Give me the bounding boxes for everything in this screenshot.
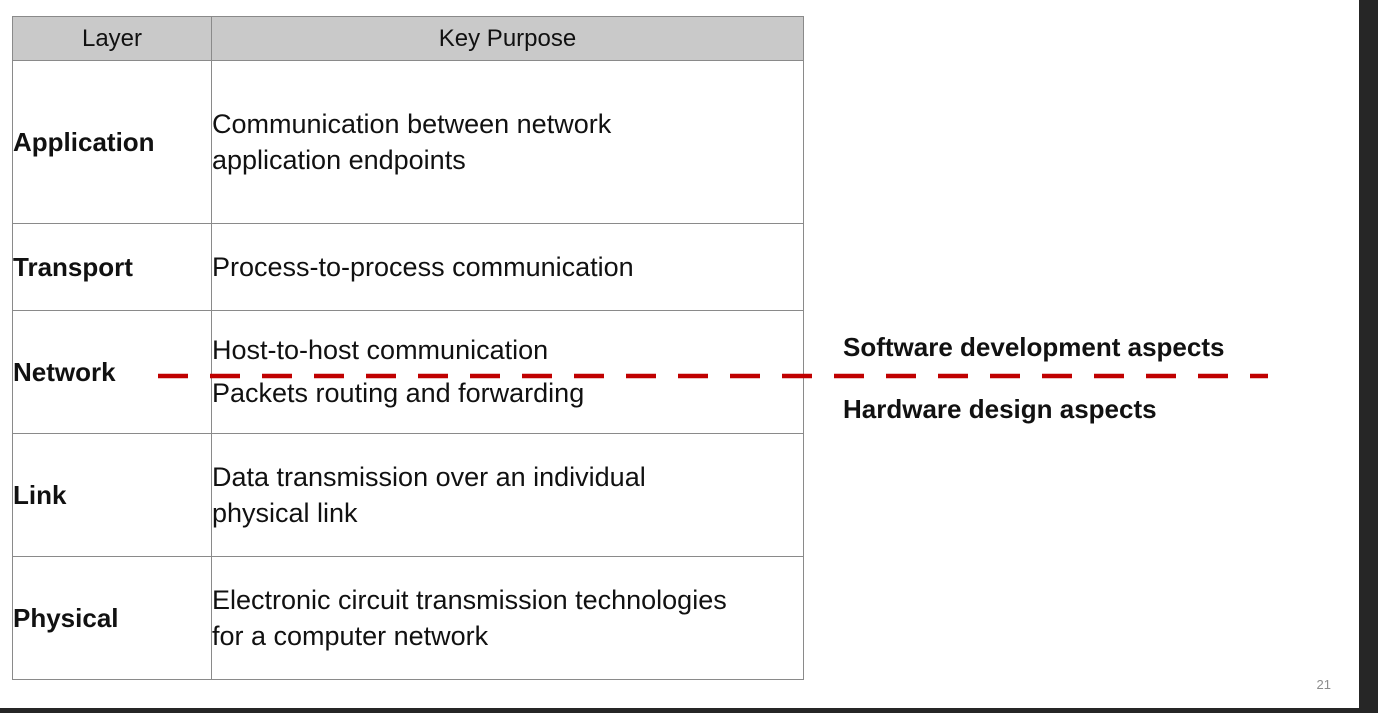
purpose-network: Host-to-host communication Packets routi… (211, 310, 804, 434)
right-frame-edge (1359, 0, 1378, 713)
table-row: Transport Process-to-process communicati… (12, 223, 804, 311)
purpose-line: application endpoints (212, 145, 466, 175)
software-hardware-divider (158, 373, 1268, 379)
purpose-application: Communication between network applicatio… (211, 60, 804, 224)
table-row: Network Host-to-host communication Packe… (12, 310, 804, 434)
header-layer: Layer (12, 16, 212, 61)
purpose-line: for a computer network (212, 621, 489, 651)
software-aspects-label: Software development aspects (843, 332, 1225, 362)
purpose-line: Data transmission over an individual (212, 462, 646, 492)
purpose-line: Electronic circuit transmission technolo… (212, 585, 727, 615)
layer-name-transport: Transport (12, 223, 212, 311)
layer-name-link: Link (12, 433, 212, 557)
layer-name-application: Application (12, 60, 212, 224)
header-key-purpose: Key Purpose (211, 16, 804, 61)
table-header-row: Layer Key Purpose (12, 16, 804, 61)
table-row: Application Communication between networ… (12, 60, 804, 224)
purpose-line: Communication between network (212, 109, 612, 139)
hardware-aspects-label: Hardware design aspects (843, 394, 1157, 424)
layer-name-physical: Physical (12, 556, 212, 680)
purpose-line: Packets routing and forwarding (212, 378, 585, 408)
slide: Layer Key Purpose Application Communicat… (12, 16, 1331, 692)
table-row: Physical Electronic circuit transmission… (12, 556, 804, 680)
purpose-link: Data transmission over an individual phy… (211, 433, 804, 557)
bottom-frame-edge (0, 708, 1378, 713)
purpose-line: Host-to-host communication (212, 335, 549, 365)
purpose-physical: Electronic circuit transmission technolo… (211, 556, 804, 680)
page-number: 21 (1316, 677, 1331, 692)
purpose-transport: Process-to-process communication (211, 223, 804, 311)
purpose-line: Process-to-process communication (212, 252, 634, 282)
layers-table: Layer Key Purpose Application Communicat… (12, 16, 804, 680)
table-row: Link Data transmission over an individua… (12, 433, 804, 557)
purpose-line: physical link (212, 498, 358, 528)
layer-name-network: Network (12, 310, 212, 434)
